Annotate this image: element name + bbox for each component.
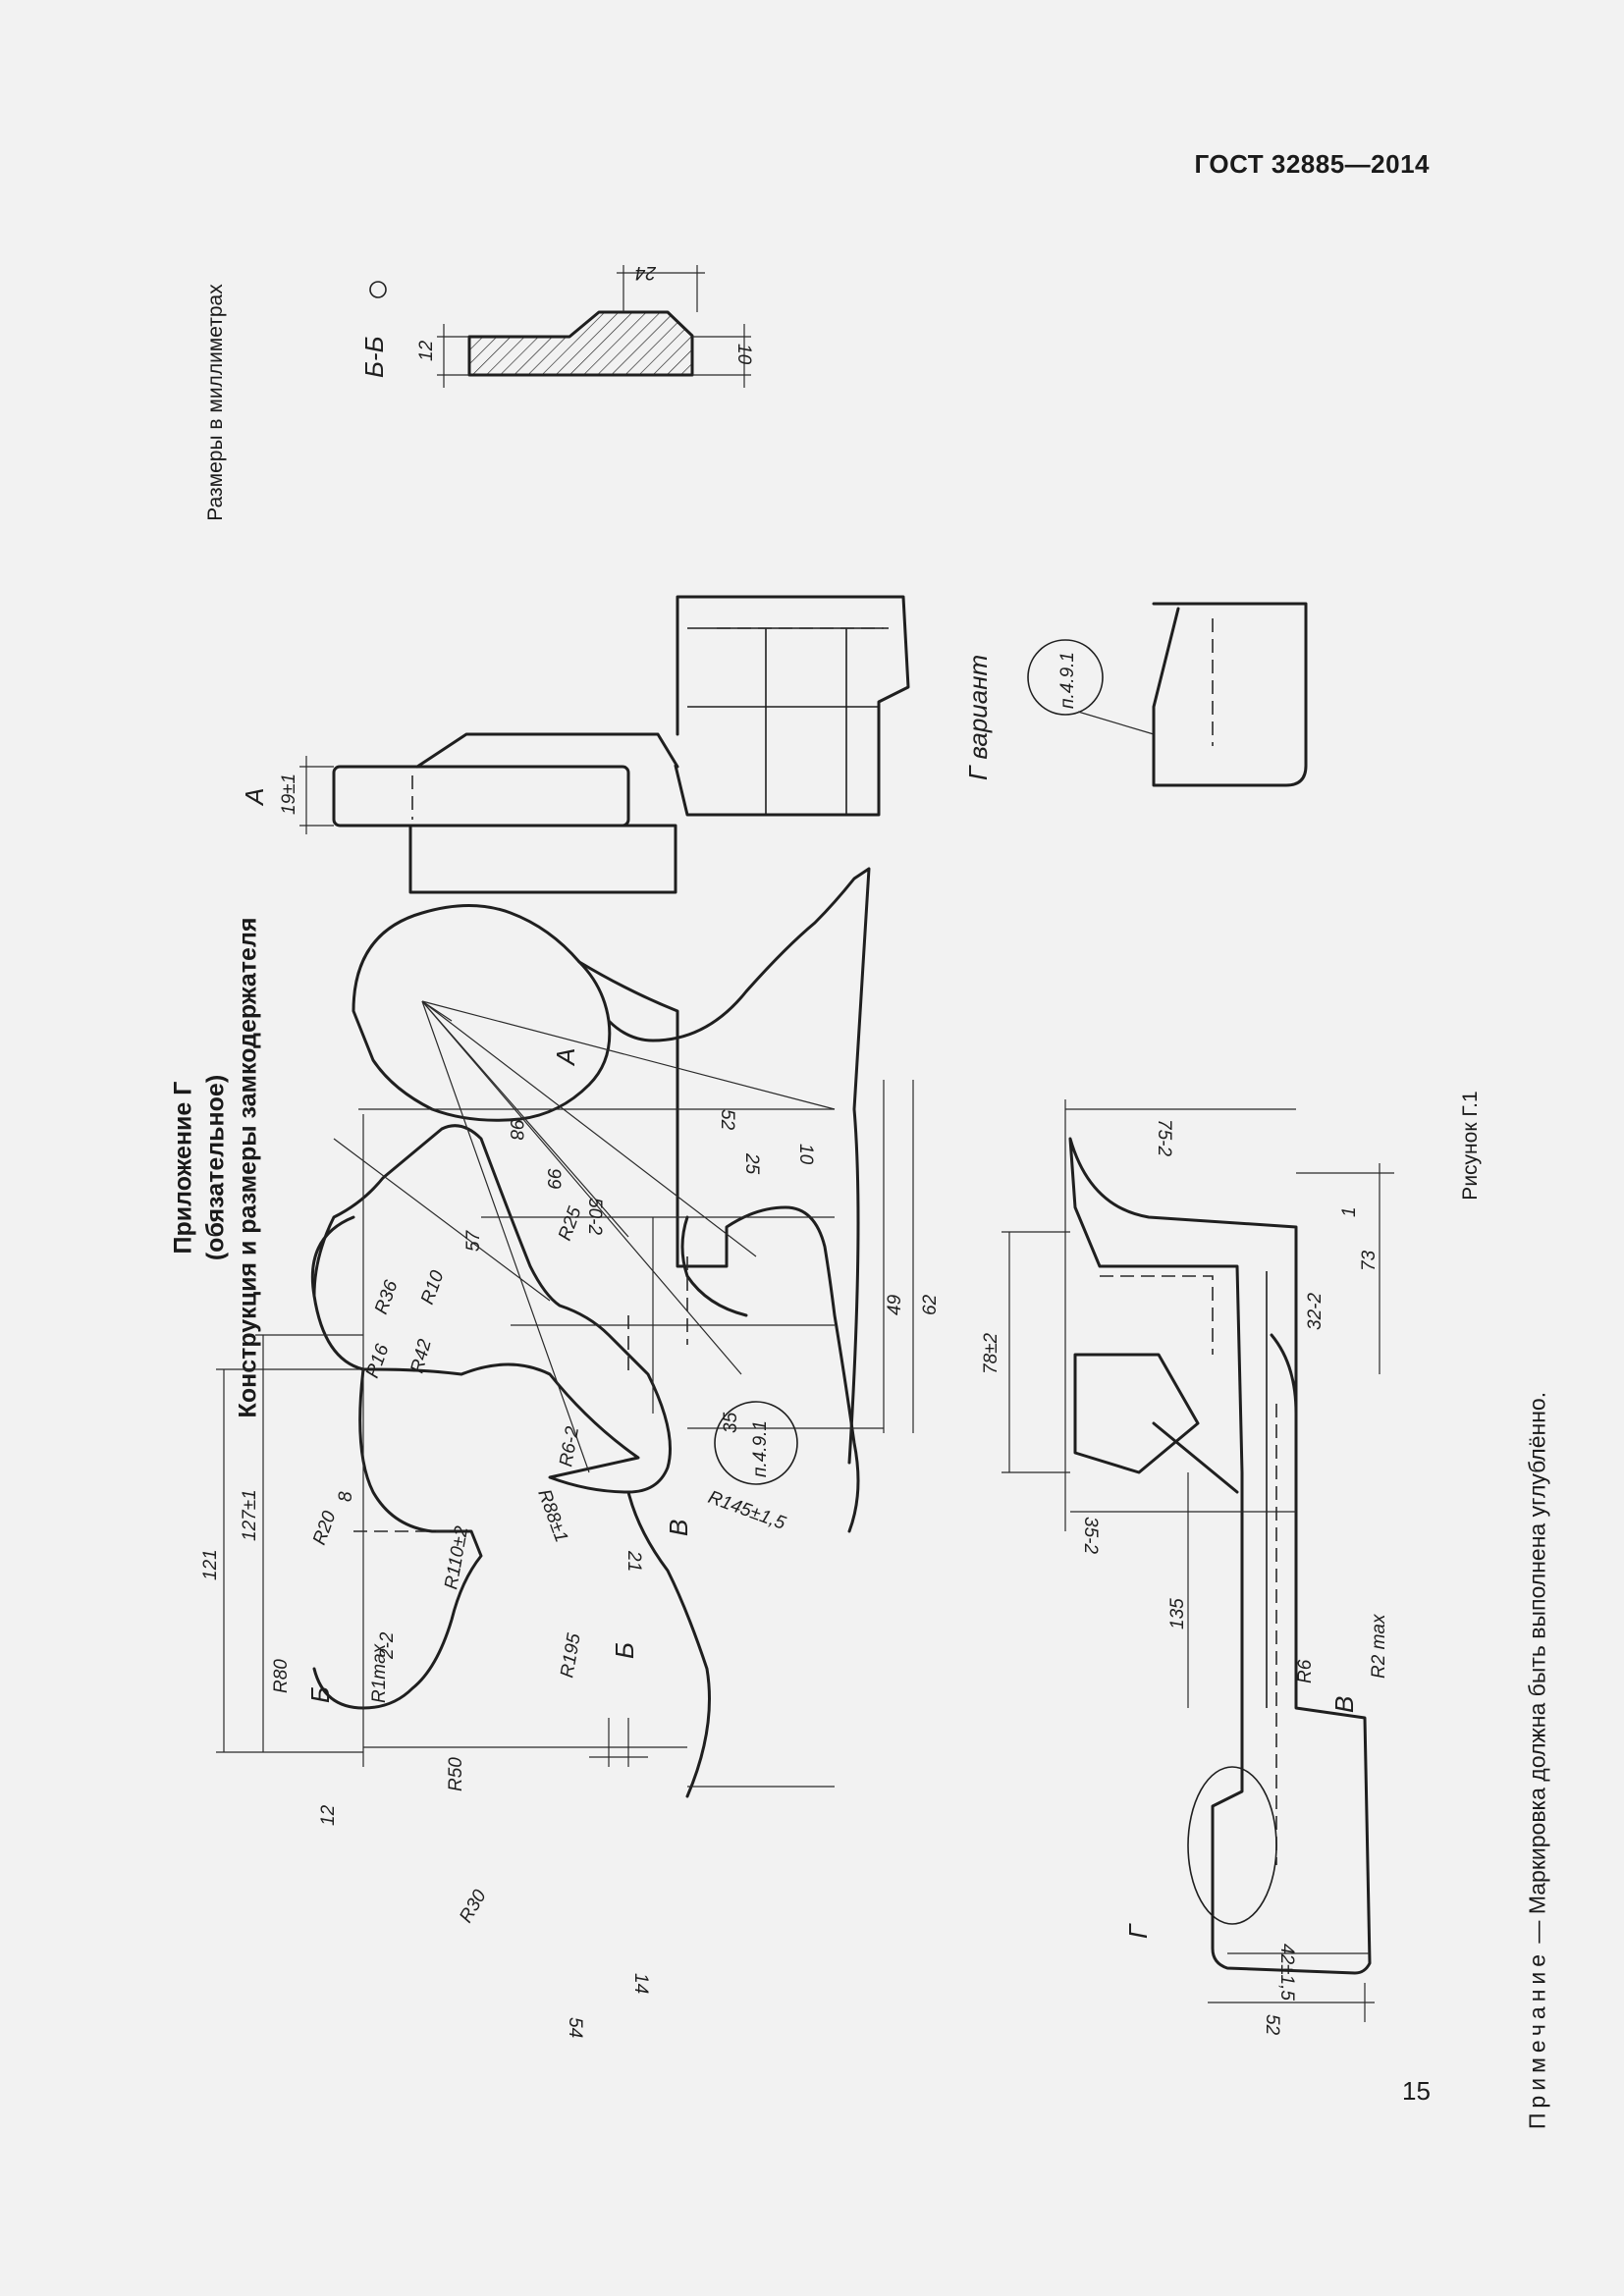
variant-label: Г вариант [963,655,993,780]
radius-195: R195 [557,1631,585,1680]
radius-30: R30 [456,1886,491,1926]
dim-121: 121 [200,1549,221,1580]
dim-side-52: 52 [1262,2014,1282,2036]
dim-21: 21 [623,1550,644,1572]
radius-80: R80 [271,1659,292,1693]
dim-54: 54 [565,2017,585,2038]
dim-98: 98 [506,1119,526,1141]
v-label-main: В [664,1520,693,1536]
dim-99: 99 [543,1168,564,1190]
view-a-label: А [240,788,269,807]
dim-side-42: 42±1,5 [1276,1944,1297,2001]
dim-8: 8 [336,1491,356,1502]
radius-6a: R6-2 [556,1424,583,1468]
radius-16: R16 [362,1341,394,1380]
dim-side-78: 78±2 [981,1332,1001,1374]
radius-88: R88±1 [533,1487,571,1546]
dim-sect-24: 24 [635,262,657,283]
dim-side-35: 35-2 [1080,1517,1101,1554]
dim-14: 14 [630,1973,651,1994]
radius-110: R110±2 [441,1524,472,1591]
dim-25: 25 [741,1152,762,1175]
g-label: Г [1123,1923,1153,1939]
radius-145: R145±1,5 [705,1487,788,1534]
view-a: 19±1 А Г вариант п.4.9.1 [240,595,1308,894]
dim-127: 127±1 [240,1489,260,1541]
radius-25: R25 [555,1203,586,1243]
radius-36: R36 [371,1277,403,1316]
dim-57: 57 [463,1229,484,1252]
standard-number: ГОСТ 32885—2014 [1194,149,1430,179]
dim-side-1: 1 [1339,1206,1360,1217]
section-bb: 12 24 10 Б-Б [359,262,754,388]
side-view: 75-2 78±2 1 73 32-2 35-2 135 R6 R2 max 4… [981,1099,1394,2036]
dim-10: 10 [795,1144,816,1165]
dim-side-135: 135 [1167,1598,1188,1629]
b-label-left: Б [305,1686,335,1703]
section-label: Б-Б [359,336,389,378]
radius-50: R50 [446,1757,466,1791]
dim-side-r2max: R2 max [1369,1613,1389,1679]
dim-a-19: 19±1 [279,774,299,815]
radius-20: R20 [309,1508,341,1547]
dim-sect-12: 12 [416,340,437,361]
dim-side-73: 73 [1359,1250,1380,1271]
dim-50: 50-2 [584,1198,605,1235]
radius-42: R42 [407,1337,436,1376]
ref-label-main: п.4.9.1 [750,1420,771,1477]
dim-49: 49 [885,1294,905,1315]
ref-label-top: п.4.9.1 [1057,652,1078,709]
dim-side-32: 32-2 [1305,1293,1326,1330]
page-number: 15 [1402,2076,1431,2106]
main-view: п.4.9.1 98 99 50-2 52 25 10 57 49 62 35 … [200,867,941,2038]
dim-side-75: 75-2 [1154,1119,1174,1156]
radius-10: R10 [417,1267,449,1307]
dim-sect-10: 10 [733,344,754,365]
radius-1max: R1max [369,1642,390,1703]
dim-62: 62 [920,1294,941,1315]
dim-52: 52 [717,1109,737,1131]
dim-side-r6: R6 [1295,1659,1316,1683]
view-a-arrow-label: А [551,1048,580,1067]
dim-2: 2-2 [377,1631,398,1660]
dim-35: 35 [721,1412,741,1433]
b-label-mid: Б [610,1642,639,1659]
v-label-side: В [1329,1696,1359,1713]
dim-12: 12 [318,1804,339,1826]
